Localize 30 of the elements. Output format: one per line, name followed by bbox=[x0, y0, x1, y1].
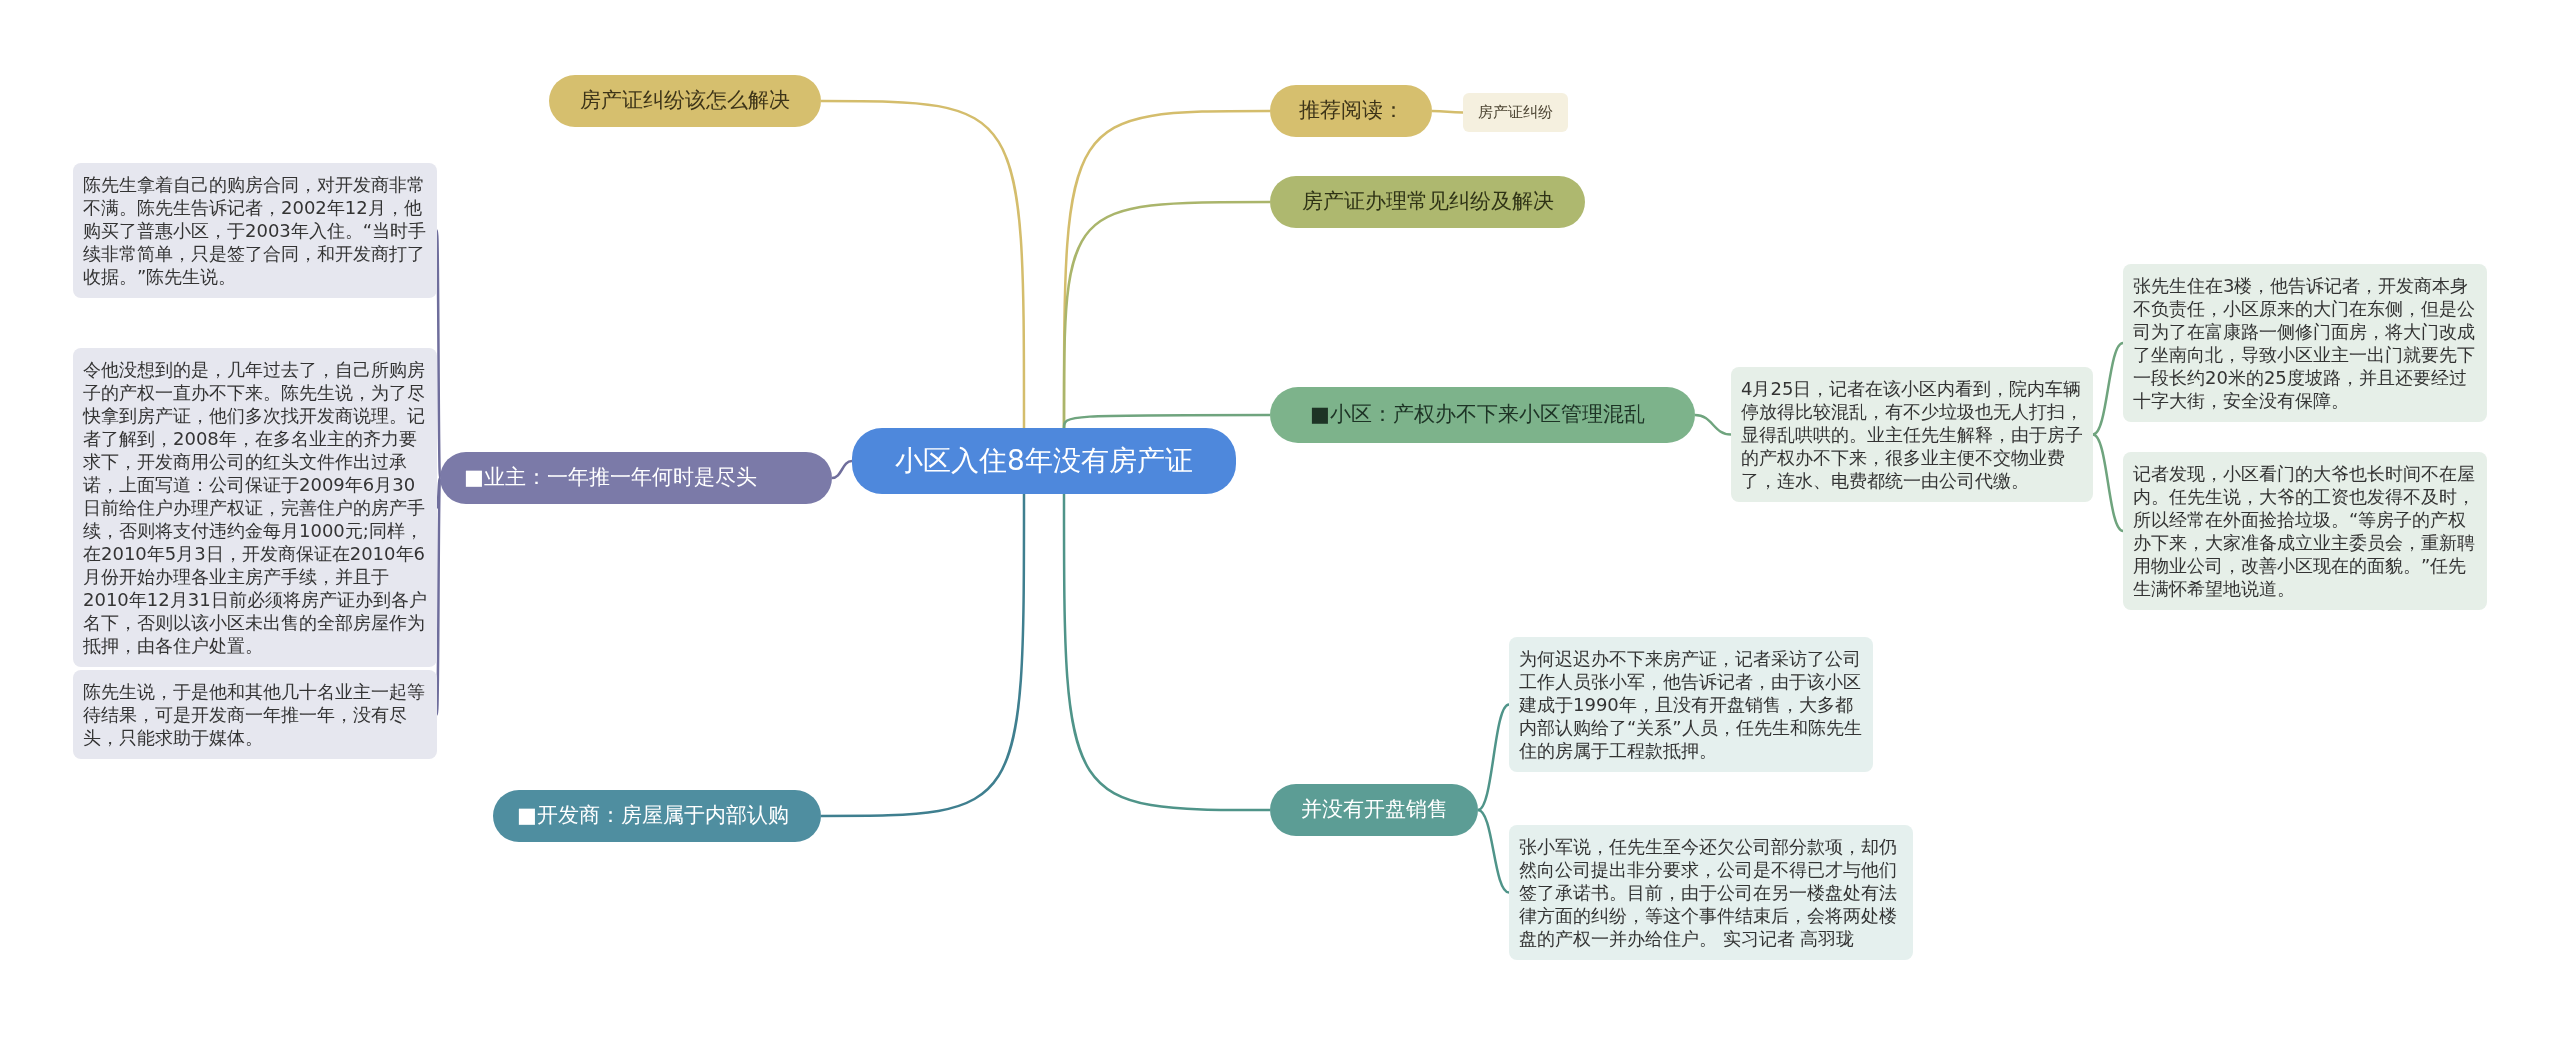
topic-pill: 房产证纠纷该怎么解决 bbox=[549, 75, 821, 127]
connector-line bbox=[435, 477, 442, 715]
connector-line bbox=[1694, 413, 1732, 436]
note-text: 为何迟迟办不下来房产证，记者采访了公司工作人员张小军，他告诉记者，由于该小区建成于1990年，且没有开盘销售，大多都内部认购给了“关系”人员，任先生和陈先生住的房属于工程款抵押。 bbox=[1509, 637, 1873, 772]
connector-line bbox=[1062, 413, 1270, 429]
topic-pill: ■业主：一年推一年何时是尽头 bbox=[440, 452, 832, 504]
connector-line bbox=[831, 459, 853, 480]
note-text: 令他没想到的是，几年过去了，自己所购房子的产权一直办不下来。陈先生说，为了尽快拿到房产证，他们多次找开发商说理。记者了解到，2008年，在多名业主的齐力要求下，开发商用公司的红头文件作出过承诺，上面写道：公司保证于2009年6月30日前给住户办理产权证，完善住户的房产手续，否则将支付违约金每月1000元;同样，在2010年5月3日，开发商保证在2010年6月份开始办理各业主房产手续，并且于2010年12月31日前必须将房产证办到各户名下，否则以该小区未出售的全部房屋作为抵押，由各住户处置。 bbox=[73, 348, 437, 667]
central-topic: 小区入住8年没有房产证 bbox=[852, 428, 1236, 494]
topic-pill: 并没有开盘销售 bbox=[1270, 784, 1478, 836]
connector-line bbox=[1432, 109, 1463, 114]
note-text: 张小军说，任先生至今还欠公司部分款项，却仍然向公司提出非分要求，公司是不得已才与他们签了承诺书。目前，由于公司在另一楼盘处有法律方面的纠纷，等这个事件结束后，会将两处楼盘的产权一并办给住户。 实习记者 高羽珑 bbox=[1509, 825, 1913, 960]
note-tag: 房产证纠纷 bbox=[1463, 93, 1568, 132]
connector-line bbox=[821, 99, 1026, 428]
connector-line bbox=[435, 230, 442, 479]
connector-line bbox=[1477, 808, 1510, 894]
topic-pill: ■小区：产权办不下来小区管理混乱 bbox=[1270, 387, 1695, 443]
note-text: 4月25日，记者在该小区内看到，院内车辆停放得比较混乱，有不少垃圾也无人打扫，显得乱哄哄的。业主任先生解释，由于房子的产权办不下来，很多业主便不交物业费了，连水、电费都统一由公司代缴。 bbox=[1731, 367, 2093, 502]
note-text: 陈先生拿着自己的购房合同，对开发商非常不满。陈先生告诉记者，2002年12月，他购买了普惠小区，于2003年入住。“当时手续非常简单，只是签了合同，和开发商打了收据。”陈先生说。 bbox=[73, 163, 437, 298]
note-text: 记者发现，小区看门的大爷也长时间不在屋内。任先生说，大爷的工资也发得不及时，所以经常在外面捡拾垃圾。“等房子的产权办下来，大家准备成立业主委员会，重新聘用物业公司，改善小区现在的面貌。”任先生满怀希望地说道。 bbox=[2123, 452, 2487, 610]
connector-line bbox=[2092, 433, 2124, 533]
note-text: 陈先生说，于是他和其他几十名业主一起等待结果，可是开发商一年推一年，没有尽头，只能求助于媒体。 bbox=[73, 670, 437, 759]
topic-pill: ■开发商：房屋属于内部认购 bbox=[493, 790, 821, 842]
connector-line bbox=[1477, 703, 1510, 812]
topic-pill: 房产证办理常见纠纷及解决 bbox=[1270, 176, 1585, 228]
connector-line bbox=[821, 494, 1026, 818]
connector-line bbox=[1062, 494, 1270, 812]
note-text: 张先生住在3楼，他告诉记者，开发商本身不负责任，小区原来的大门在东侧，但是公司为了在富康路一侧修门面房，将大门改成了坐南向北，导致小区业主一出门就要先下一段长约20米的25度坡路，并且还要经过十字大街，安全没有保障。 bbox=[2123, 264, 2487, 422]
connector-line bbox=[2092, 341, 2124, 436]
topic-pill: 推荐阅读： bbox=[1270, 85, 1432, 137]
